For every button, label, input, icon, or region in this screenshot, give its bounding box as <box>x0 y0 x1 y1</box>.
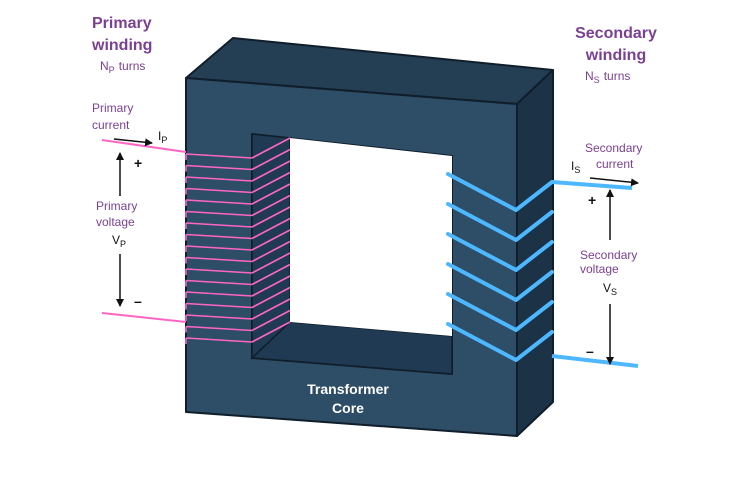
primary-minus-sign: – <box>134 293 142 309</box>
secondary-winding-coils <box>446 172 554 362</box>
primary-coil-turn <box>185 263 291 287</box>
primary-coil-turn <box>185 194 291 218</box>
secondary-minus-sign: – <box>586 343 594 359</box>
secondary-coil-turn <box>446 232 554 272</box>
primary-coil-turn <box>185 286 291 310</box>
secondary-coil-turn <box>446 292 554 332</box>
primary-coil-turn <box>185 309 291 333</box>
primary-current-symbol: IP <box>158 129 167 145</box>
secondary-voltage-label-line2: voltage <box>580 262 619 276</box>
core-window-opening <box>290 138 452 336</box>
secondary-voltage-label: Secondary <box>580 248 637 262</box>
primary-winding-title: Primary <box>92 15 152 32</box>
primary-current-arrow <box>113 138 153 147</box>
secondary-coil-turn <box>446 262 554 302</box>
primary-voltage-label-line2: voltage <box>96 215 135 229</box>
secondary-current-arrow <box>589 177 639 187</box>
secondary-winding-title: Secondary <box>575 25 657 42</box>
primary-lead-top <box>101 139 187 153</box>
primary-winding-coils <box>185 137 291 344</box>
primary-coil-turn <box>185 240 291 264</box>
primary-coil-turn <box>185 171 291 195</box>
primary-coil-turn <box>185 275 291 298</box>
primary-coil-turn <box>185 183 291 206</box>
secondary-coil-turn <box>446 202 554 242</box>
secondary-winding-title-line2: winding <box>585 47 646 64</box>
secondary-coil-turn <box>446 322 554 362</box>
secondary-coil-turn <box>446 172 554 212</box>
primary-coil-turn <box>185 298 291 321</box>
secondary-lead-bottom <box>551 354 639 368</box>
primary-coil-turn <box>185 321 291 344</box>
secondary-plus-sign: + <box>588 192 596 208</box>
secondary-current-symbol: IS <box>571 159 580 175</box>
primary-winding-title-line2: winding <box>91 37 152 54</box>
primary-current-label: Primary <box>92 101 133 115</box>
primary-coil-turn <box>185 137 291 160</box>
primary-coil-turn <box>185 206 291 229</box>
primary-voltage-label: Primary <box>96 199 137 213</box>
core-label-line2: Core <box>332 400 364 416</box>
primary-coil-turn <box>185 148 291 172</box>
primary-coil-turn <box>185 252 291 275</box>
secondary-voltage-symbol: VS <box>603 281 617 297</box>
primary-coil-turn <box>185 229 291 252</box>
secondary-lead-top <box>551 180 633 190</box>
primary-coil-turn <box>185 217 291 241</box>
primary-lead-bottom <box>101 312 187 323</box>
primary-coil-turn <box>185 160 291 183</box>
primary-current-label-line2: current <box>92 118 130 132</box>
primary-plus-sign: + <box>134 155 142 171</box>
secondary-current-label: Secondary <box>585 141 642 155</box>
primary-voltage-symbol: VP <box>112 233 126 249</box>
core-label: Transformer <box>307 381 389 397</box>
secondary-current-label-line2: current <box>596 157 634 171</box>
